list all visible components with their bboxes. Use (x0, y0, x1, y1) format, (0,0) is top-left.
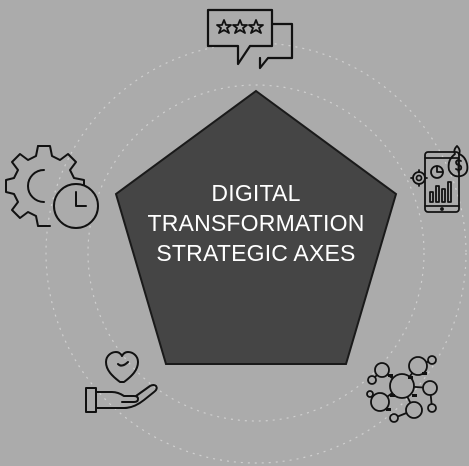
outer-guide-circle (45, 42, 467, 464)
diagram-title: DIGITAL TRANSFORMATION STRATEGIC AXES (118, 178, 394, 268)
title-line-2: TRANSFORMATION (147, 210, 365, 236)
center-pentagon (114, 89, 398, 365)
title-line-3: STRATEGIC AXES (156, 240, 356, 266)
review-rating-icon (202, 6, 298, 85)
gear-clock-icon (4, 142, 104, 239)
inner-guide-circle (87, 84, 425, 422)
financial-dashboard-icon (407, 144, 469, 223)
network-nodes-icon (360, 350, 444, 431)
care-hand-heart-icon (84, 346, 164, 423)
title-line-1: DIGITAL (211, 180, 301, 206)
